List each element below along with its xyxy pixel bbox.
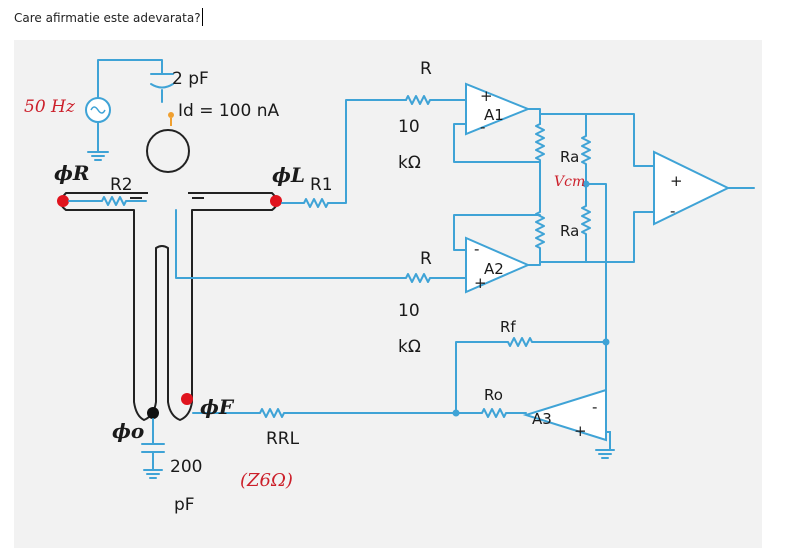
ra-bottom-icon: [539, 183, 591, 263]
ecg-circuit-diagram: 2 pF Id = 100 nA R 10 kΩ R 10 kΩ A1 + - …: [24, 59, 755, 515]
r1-label: R1: [310, 175, 333, 195]
question-label: Care afirmatie este adevarata?: [14, 11, 201, 25]
handwritten-50hz: 50 Hz: [24, 97, 76, 117]
r-top-resistor-icon: [405, 95, 467, 105]
cap-top-label: 2 pF: [172, 69, 209, 89]
r-mid-label: R: [420, 249, 432, 269]
human-body-outline: [60, 129, 278, 421]
handwritten-vcm: Vcm: [554, 174, 585, 190]
mains-source-loop: [87, 59, 174, 161]
r-top-value: 10: [398, 117, 420, 137]
ra-bottom-label: Ra: [560, 222, 579, 240]
diagram-panel: [14, 40, 762, 548]
ro-resistor-icon: [455, 408, 527, 418]
r-mid-value: 10: [398, 301, 420, 321]
text-caret: [201, 8, 203, 26]
amp-a2-label: A2: [484, 260, 504, 278]
electrode-reference: [147, 407, 159, 419]
phi-r-label: ϕR: [54, 161, 89, 185]
amp-diff-minus: -: [670, 202, 675, 220]
a3-ground-icon: [595, 431, 615, 459]
r-mid-unit: kΩ: [398, 337, 421, 357]
electrode-left-arm: [270, 195, 282, 207]
amp-a3-plus: +: [574, 422, 587, 440]
cap-bottom-unit: pF: [174, 495, 195, 515]
rrl-resistor-icon: [192, 408, 457, 418]
rf-label: Rf: [500, 318, 516, 336]
r-mid-resistor-icon: [175, 209, 467, 283]
ra-divider-bottom-icon: [535, 199, 545, 261]
ac-source-wave-icon: [90, 106, 106, 114]
question-text: Care afirmatie este adevarata?: [14, 8, 203, 26]
ground-capacitor-icon: [141, 418, 165, 479]
a1-feedback-wire: [453, 123, 541, 163]
vcm-wire: [585, 183, 607, 343]
electrode-right-arm: [57, 195, 69, 207]
amp-a1-icon: [465, 82, 531, 136]
r-top-unit: kΩ: [398, 153, 421, 173]
cap-bottom-value: 200: [170, 457, 202, 477]
phi-0-label: ϕo: [112, 419, 144, 443]
rf-resistor-icon: [455, 337, 607, 414]
amp-a2-icon: [465, 236, 531, 294]
amp-a1-label: A1: [484, 106, 504, 124]
amp-a2-minus: -: [474, 240, 479, 258]
ro-label: Ro: [484, 386, 503, 404]
a2-out-to-diff: [585, 211, 655, 263]
handwritten-impedance: (Z6Ω): [240, 470, 293, 491]
rrl-label: RRL: [266, 429, 300, 449]
r-top-label: R: [420, 59, 432, 79]
rrl-node-dot: [452, 409, 460, 417]
amp-a3-minus: -: [592, 398, 597, 416]
current-label: Id = 100 nA: [178, 101, 279, 121]
phi-l-label: ϕL: [272, 163, 305, 187]
amp-a3-label: A3: [532, 410, 552, 428]
ra-top-icon: [581, 113, 591, 185]
ra-top-label: Ra: [560, 148, 579, 166]
amp-a3-icon: [522, 388, 607, 442]
amp-a1-minus: -: [480, 118, 485, 136]
current-node-dot: [168, 112, 174, 118]
r1-resistor-icon: [281, 99, 407, 208]
r2-resistor-icon: [68, 196, 147, 206]
electrode-right-leg: [181, 393, 193, 405]
amp-a2-plus: +: [474, 274, 487, 292]
amp-difference-icon: [653, 150, 731, 226]
amp-diff-plus: +: [670, 172, 683, 190]
ra-divider-top-icon: [535, 123, 545, 201]
a1-out-to-diff: [539, 113, 655, 167]
a2-feedback-wire: [453, 214, 541, 251]
r2-label: R2: [110, 175, 133, 195]
amp-a1-plus: +: [480, 87, 493, 105]
phi-f-label: ϕF: [200, 395, 235, 419]
